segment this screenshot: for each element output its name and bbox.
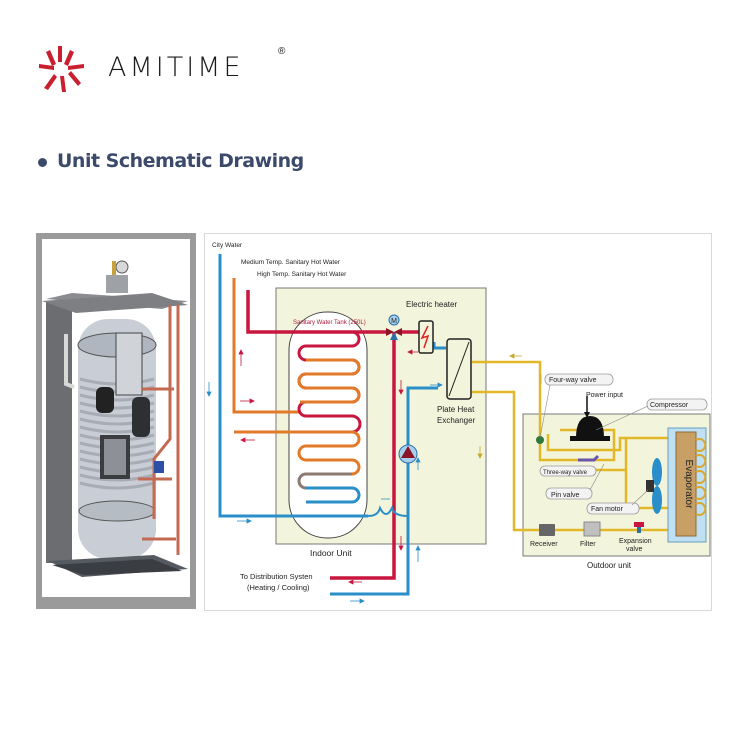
svg-text:Plate Heat: Plate Heat xyxy=(437,405,475,414)
filter-icon xyxy=(583,521,601,537)
svg-text:Expansion: Expansion xyxy=(619,538,652,545)
svg-text:Three-way valve: Three-way valve xyxy=(543,470,588,476)
brand-name: AMITIME xyxy=(108,52,244,83)
four-way-valve-icon xyxy=(536,436,544,444)
svg-text:Sanitary Water Tank (250L): Sanitary Water Tank (250L) xyxy=(293,320,366,326)
compressor-icon xyxy=(576,416,604,438)
svg-text:Electric heater: Electric heater xyxy=(406,300,457,309)
section-bullet-icon xyxy=(38,158,47,167)
city-water-pipe xyxy=(218,254,368,518)
heating-return-pipe xyxy=(330,386,438,596)
amitime-logo-icon xyxy=(39,46,84,92)
svg-text:M: M xyxy=(391,318,397,325)
svg-text:Four-way valve: Four-way valve xyxy=(549,377,597,384)
three-way-valve-icon xyxy=(578,454,600,462)
svg-text:Evaporator: Evaporator xyxy=(683,460,694,510)
refrigerant-line xyxy=(472,360,542,440)
svg-text:Compressor: Compressor xyxy=(650,402,689,409)
expansion-valve-icon xyxy=(634,522,644,527)
svg-text:Power input: Power input xyxy=(586,392,623,399)
svg-text:Filter: Filter xyxy=(580,541,596,548)
motorized-valve-icon xyxy=(388,314,400,326)
heating-supply-pipe xyxy=(330,332,396,580)
registered-mark: ® xyxy=(278,46,286,57)
svg-text:Outdoor unit: Outdoor unit xyxy=(587,561,632,570)
fan-motor-icon xyxy=(646,480,654,492)
svg-text:valve: valve xyxy=(626,546,642,553)
svg-text:Fan motor: Fan motor xyxy=(591,506,624,513)
fan-blade-icon xyxy=(652,458,662,486)
product-photo xyxy=(42,239,190,597)
svg-text:City Water: City Water xyxy=(212,242,243,249)
svg-text:Exchanger: Exchanger xyxy=(437,416,476,425)
svg-text:Indoor Unit: Indoor Unit xyxy=(310,548,352,558)
tank-unit-render-icon xyxy=(42,260,188,577)
medium-temp-pipe xyxy=(232,278,300,414)
svg-text:Medium Temp. Sanitary Hot Wate: Medium Temp. Sanitary Hot Water xyxy=(241,259,341,266)
svg-text:Receiver: Receiver xyxy=(530,541,558,548)
svg-text:Pin valve: Pin valve xyxy=(551,492,580,499)
section-title: Unit Schematic Drawing xyxy=(57,150,304,172)
sanitary-water-tank xyxy=(288,311,368,539)
svg-text:High Temp. Sanitary Hot Water: High Temp. Sanitary Hot Water xyxy=(257,271,347,278)
receiver-icon xyxy=(539,524,555,536)
svg-text:(Heating / Cooling): (Heating / Cooling) xyxy=(247,583,310,592)
svg-text:To Distribution Systen: To Distribution Systen xyxy=(240,572,313,581)
